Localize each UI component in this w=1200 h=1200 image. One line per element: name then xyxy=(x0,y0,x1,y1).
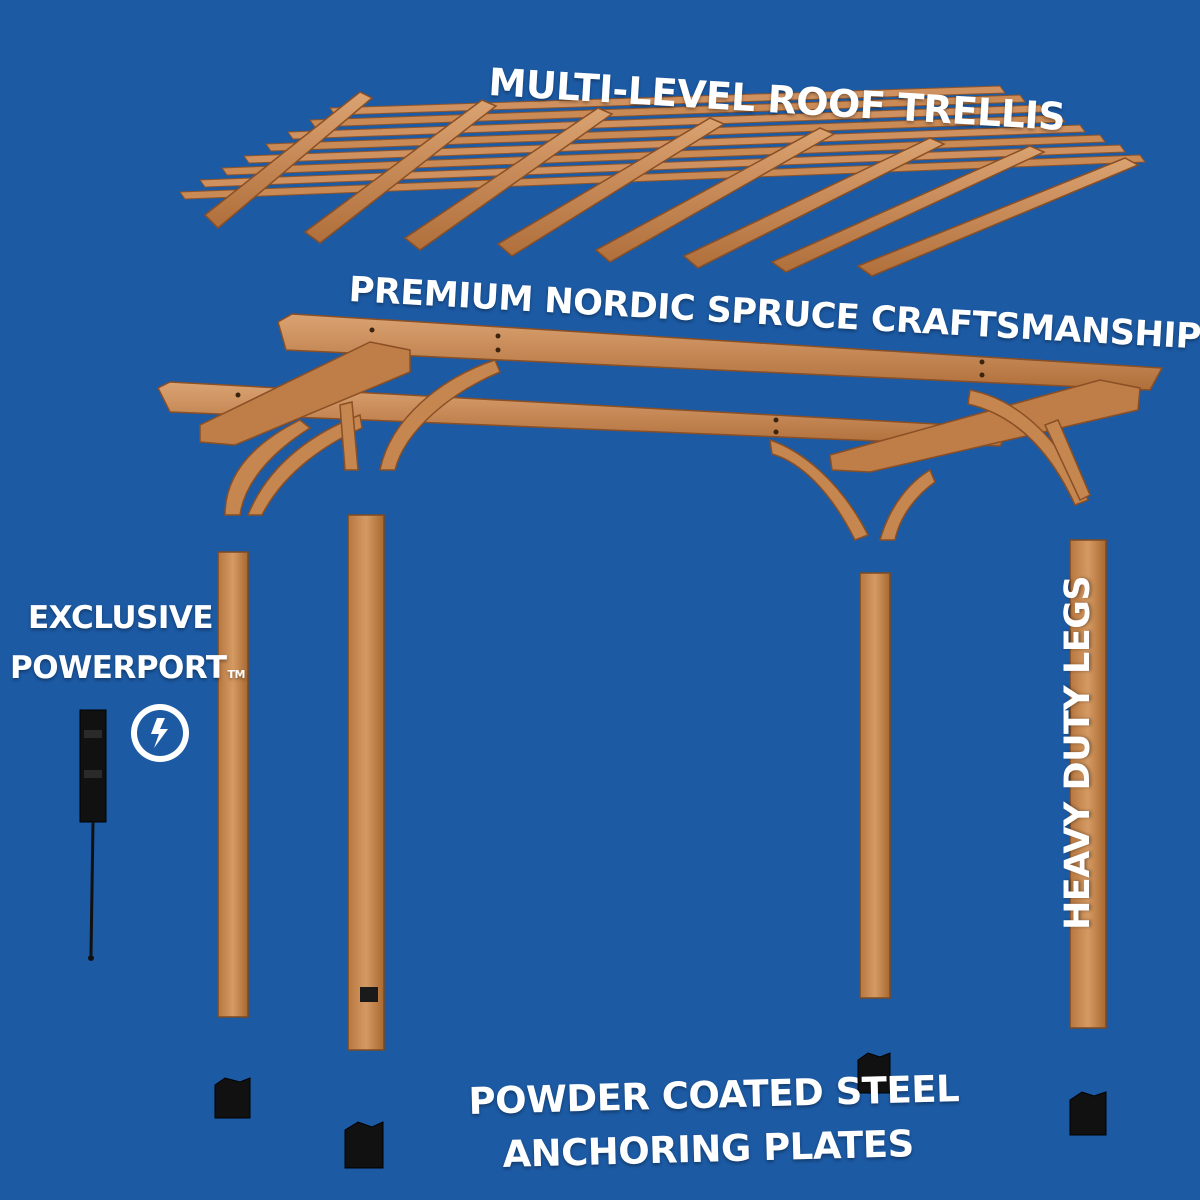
leg-front-right xyxy=(1069,539,1107,1029)
powerport-label-line2: POWERPORTTM xyxy=(10,650,245,686)
heavy-duty-legs xyxy=(217,514,1107,1051)
leg-back-right xyxy=(859,572,891,999)
trellis-rafters xyxy=(203,91,1140,277)
powerport-name: POWERPORT xyxy=(10,650,227,686)
powerport-socket xyxy=(360,987,378,1002)
pergola-frame xyxy=(156,313,1164,541)
back-beam xyxy=(277,313,1164,391)
left-cross-beam xyxy=(199,341,411,446)
anchor-plate xyxy=(344,1121,384,1169)
leg-front-left xyxy=(217,551,249,1018)
anchor-plate xyxy=(857,1052,891,1094)
anchor-plate xyxy=(1069,1091,1107,1136)
heavy-duty-legs-label: HEAVY DUTY LEGS xyxy=(1058,575,1098,930)
roof-trellis xyxy=(179,85,1146,277)
steel-anchoring-plates xyxy=(214,1052,1107,1169)
trademark-mark: TM xyxy=(227,668,246,681)
anchor-plate xyxy=(214,1077,251,1119)
right-cross-beam xyxy=(829,379,1141,473)
corner-braces xyxy=(224,359,1091,541)
powerport-device xyxy=(79,709,107,961)
power-plug-icon xyxy=(131,704,189,762)
bolt-dots xyxy=(235,327,985,435)
leg-back-left xyxy=(347,514,385,1051)
powerport-label-line1: EXCLUSIVE xyxy=(28,600,214,636)
